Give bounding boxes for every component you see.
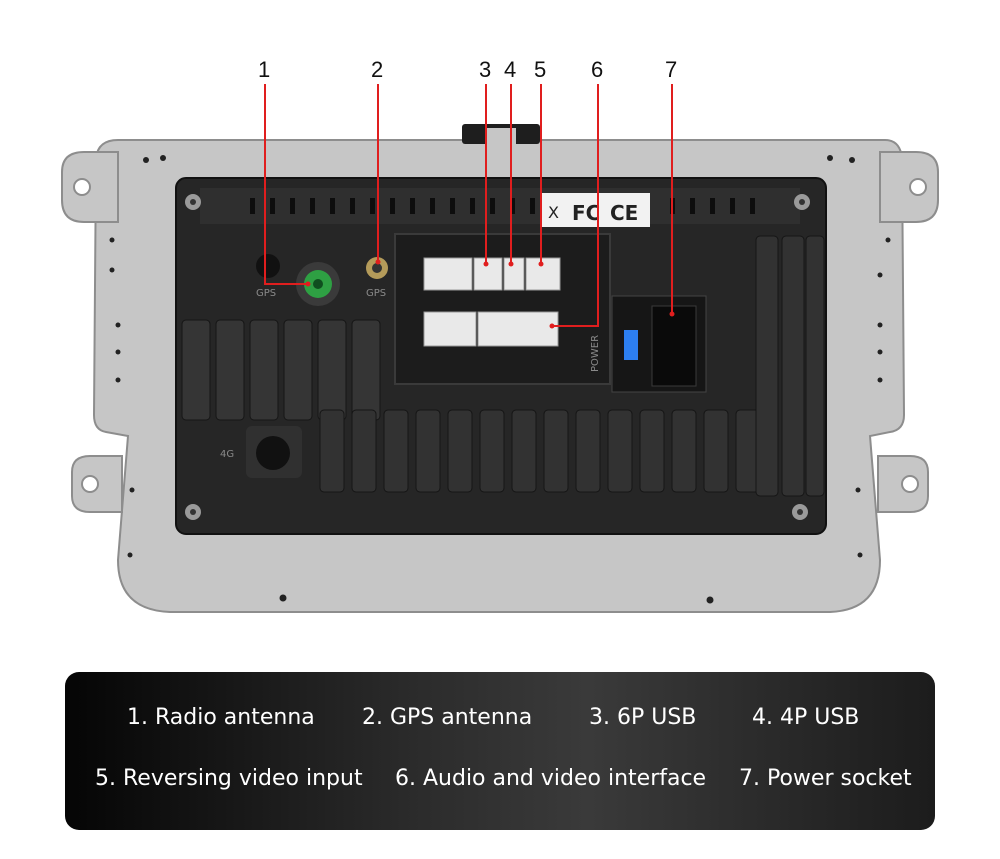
cert-mark-ce: CE: [610, 201, 638, 225]
gps-label-left: GPS: [256, 288, 276, 299]
callout-2: 2: [371, 57, 383, 82]
radio-antenna-pin: [313, 279, 323, 289]
legend-item-av-interface: 6. Audio and video interface: [395, 766, 706, 791]
right-top-ear-hole: [910, 179, 926, 195]
gps-antenna-pin: [372, 263, 382, 273]
callout-7: 7: [665, 57, 677, 82]
device-rear-photo: X FC CE 4G GPS GPS: [0, 0, 1000, 660]
legend-item-gps-antenna: 2. GPS antenna: [362, 705, 532, 730]
fourg-port: [256, 436, 290, 470]
callout-6: 6: [591, 57, 603, 82]
legend-item-radio-antenna: 1. Radio antenna: [127, 705, 315, 730]
gps-label-right: GPS: [366, 288, 386, 299]
fuse: [624, 330, 638, 360]
legend-item-power-socket: 7. Power socket: [739, 766, 912, 791]
fourg-label: 4G: [220, 449, 234, 460]
callout-5: 5: [534, 57, 546, 82]
power-pins: [652, 306, 696, 386]
left-bottom-ear-hole: [82, 476, 98, 492]
cert-mark-weee: X: [548, 203, 559, 222]
callout-1: 1: [258, 57, 270, 82]
legend-item-4p-usb: 4. 4P USB: [752, 705, 859, 730]
legend-item-6p-usb: 3. 6P USB: [589, 705, 696, 730]
right-fins: [756, 236, 824, 496]
connector-bay: [395, 234, 610, 384]
callout-3: 3: [479, 57, 491, 82]
gps-plug-hole: [256, 254, 280, 278]
right-bottom-ear-hole: [902, 476, 918, 492]
legend-item-reversing-video: 5. Reversing video input: [95, 766, 363, 791]
cert-mark-fc: FC: [572, 201, 600, 225]
legend-panel: 1. Radio antenna 2. GPS antenna 3. 6P US…: [65, 672, 935, 830]
left-top-ear-hole: [74, 179, 90, 195]
power-label: POWER: [590, 335, 601, 372]
callout-4: 4: [504, 57, 516, 82]
